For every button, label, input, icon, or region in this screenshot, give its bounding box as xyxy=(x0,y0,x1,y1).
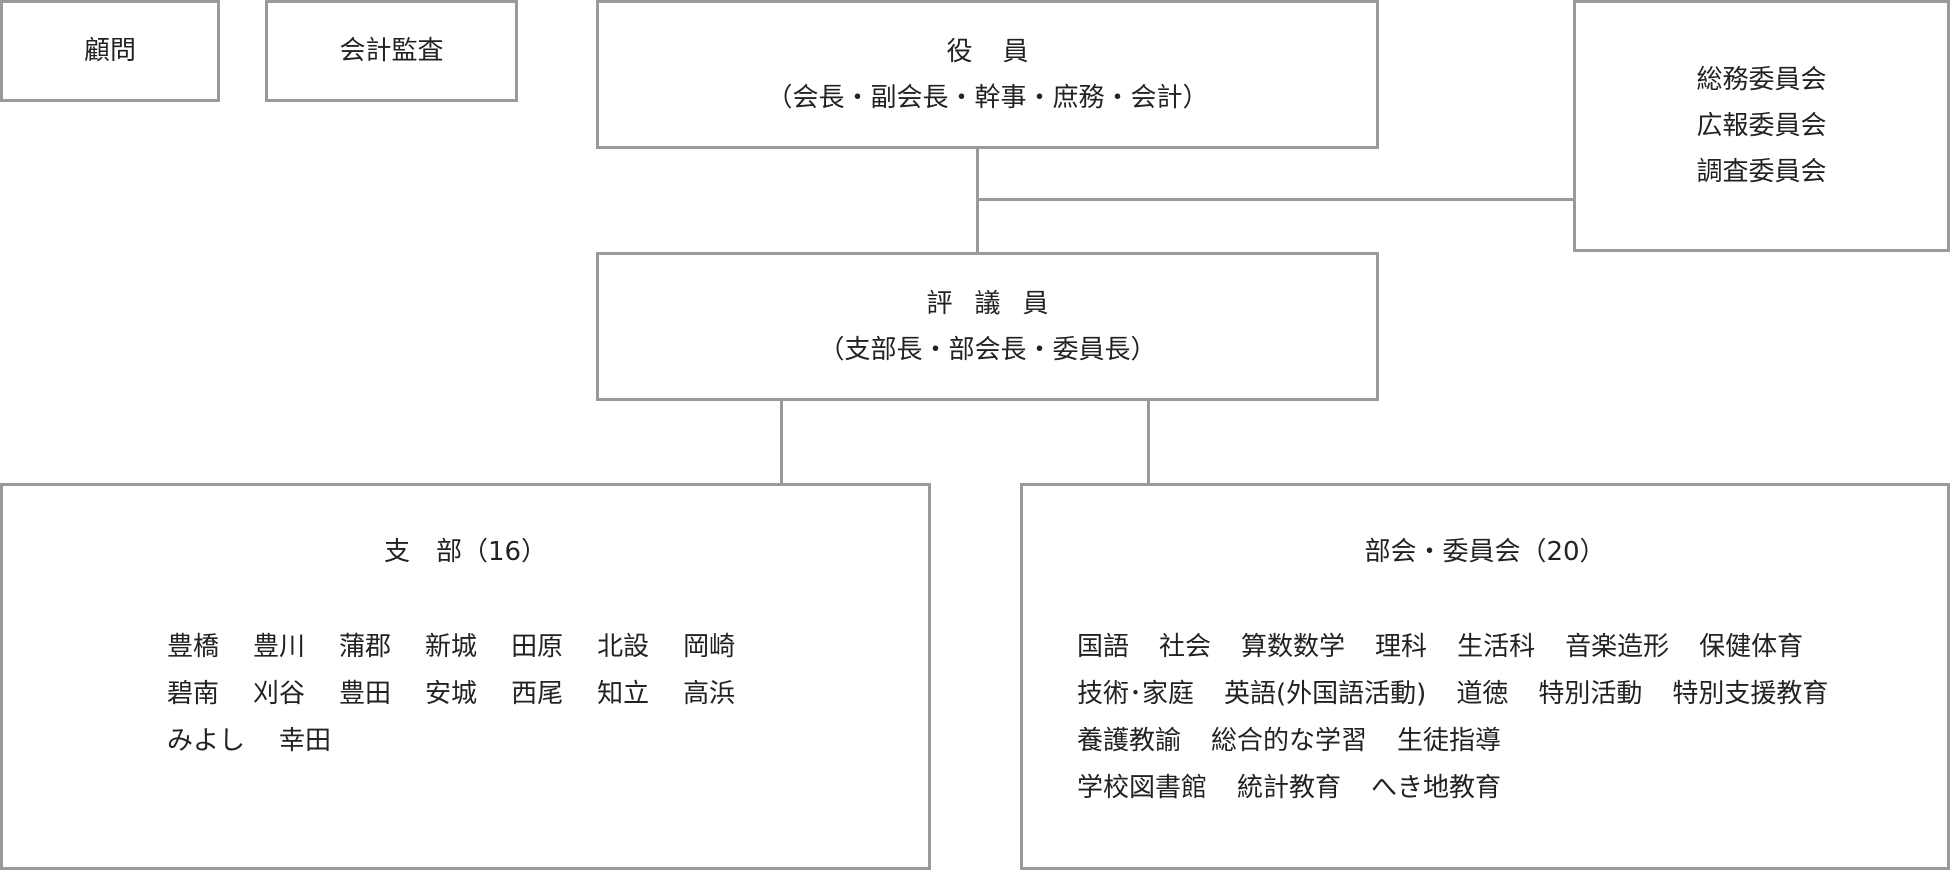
branch-item: 碧南 xyxy=(167,679,220,709)
auditor-label: 会計監査 xyxy=(339,36,444,66)
section-item: 学校図書館 xyxy=(1077,773,1208,803)
section-item: 英語(外国語活動) xyxy=(1224,679,1427,709)
sections-row: 養護教諭総合的な学習生徒指導 xyxy=(1077,718,1828,765)
branch-item: 蒲郡 xyxy=(339,632,392,662)
section-item: 音楽造形 xyxy=(1565,632,1670,662)
branch-item: 高浜 xyxy=(683,679,736,709)
section-item: 道徳 xyxy=(1456,679,1509,709)
connector-committees xyxy=(976,198,1576,201)
councilors-box: 評議員 （支部長・部会長・委員長） xyxy=(596,252,1379,401)
officers-title: 役員 xyxy=(946,36,1059,67)
branches-row: 碧南 刈谷 豊田 安城 西尾 知立 高浜 xyxy=(167,671,735,718)
branch-item: 刈谷 xyxy=(253,679,306,709)
advisor-box: 顧問 xyxy=(0,0,220,102)
committee-public-relations: 広報委員会 xyxy=(1696,111,1827,141)
section-item: 生徒指導 xyxy=(1397,726,1502,756)
section-item: 算数数学 xyxy=(1241,632,1346,662)
branch-item: 豊田 xyxy=(339,679,392,709)
auditor-box: 会計監査 xyxy=(265,0,518,102)
section-item: 特別支援教育 xyxy=(1672,679,1829,709)
branch-item: 岡崎 xyxy=(683,632,736,662)
connector-councilors-branches xyxy=(780,398,783,486)
branches-row: みよし 幸田 xyxy=(167,718,735,765)
section-item: 総合的な学習 xyxy=(1211,726,1368,756)
section-item: 理科 xyxy=(1375,632,1428,662)
branch-item: 新城 xyxy=(425,632,478,662)
connector-councilors-sections xyxy=(1147,398,1150,486)
section-item: へき地教育 xyxy=(1371,773,1502,803)
branch-item: 幸田 xyxy=(279,726,332,756)
branch-item: 知立 xyxy=(597,679,650,709)
branches-row: 豊橋 豊川 蒲郡 新城 田原 北設 岡崎 xyxy=(167,624,735,671)
committee-research: 調査委員会 xyxy=(1696,157,1827,187)
sections-list: 国語社会算数数学理科生活科音楽造形保健体育 技術･家庭英語(外国語活動)道徳特別… xyxy=(1077,624,1828,812)
sections-box: 部会・委員会（20） 国語社会算数数学理科生活科音楽造形保健体育 技術･家庭英語… xyxy=(1020,483,1950,870)
branch-item: 北設 xyxy=(597,632,650,662)
sections-title: 部会・委員会（20） xyxy=(1364,537,1606,567)
branch-item: 豊橋 xyxy=(167,632,220,662)
sections-row: 学校図書館統計教育へき地教育 xyxy=(1077,765,1828,812)
officers-box: 役員 （会長・副会長・幹事・庶務・会計） xyxy=(596,0,1379,149)
branch-item: みよし xyxy=(167,726,246,756)
committees-box: 総務委員会 広報委員会 調査委員会 xyxy=(1573,0,1950,252)
sections-row: 技術･家庭英語(外国語活動) 道徳特別活動特別支援教育 xyxy=(1077,671,1828,718)
connector-officers-councilors xyxy=(976,146,979,256)
section-item: 社会 xyxy=(1159,632,1212,662)
section-item: 技術･家庭 xyxy=(1077,679,1195,709)
advisor-label: 顧問 xyxy=(83,36,136,66)
branch-item: 田原 xyxy=(511,632,564,662)
branches-box: 支 部（16） 豊橋 豊川 蒲郡 新城 田原 北設 岡崎 碧南 刈谷 豊田 安城 西尾 知立 高浜 みよ… xyxy=(0,483,931,870)
section-item: 統計教育 xyxy=(1237,773,1342,803)
branch-item: 安城 xyxy=(425,679,478,709)
councilors-title: 評議員 xyxy=(926,288,1071,319)
branches-title: 支 部（16） xyxy=(383,537,548,567)
officers-subtitle: （会長・副会長・幹事・庶務・会計） xyxy=(766,82,1209,113)
section-item: 生活科 xyxy=(1457,632,1536,662)
section-item: 国語 xyxy=(1077,632,1130,662)
committee-general-affairs: 総務委員会 xyxy=(1696,65,1827,95)
branches-list: 豊橋 豊川 蒲郡 新城 田原 北設 岡崎 碧南 刈谷 豊田 安城 西尾 知立 高浜 みよし 幸田 xyxy=(167,624,735,765)
section-item: 特別活動 xyxy=(1538,679,1643,709)
sections-row: 国語社会算数数学理科生活科音楽造形保健体育 xyxy=(1077,624,1828,671)
councilors-subtitle: （支部長・部会長・委員長） xyxy=(818,334,1157,365)
branch-item: 豊川 xyxy=(253,632,306,662)
section-item: 養護教諭 xyxy=(1077,726,1182,756)
branch-item: 西尾 xyxy=(511,679,564,709)
section-item: 保健体育 xyxy=(1699,632,1804,662)
